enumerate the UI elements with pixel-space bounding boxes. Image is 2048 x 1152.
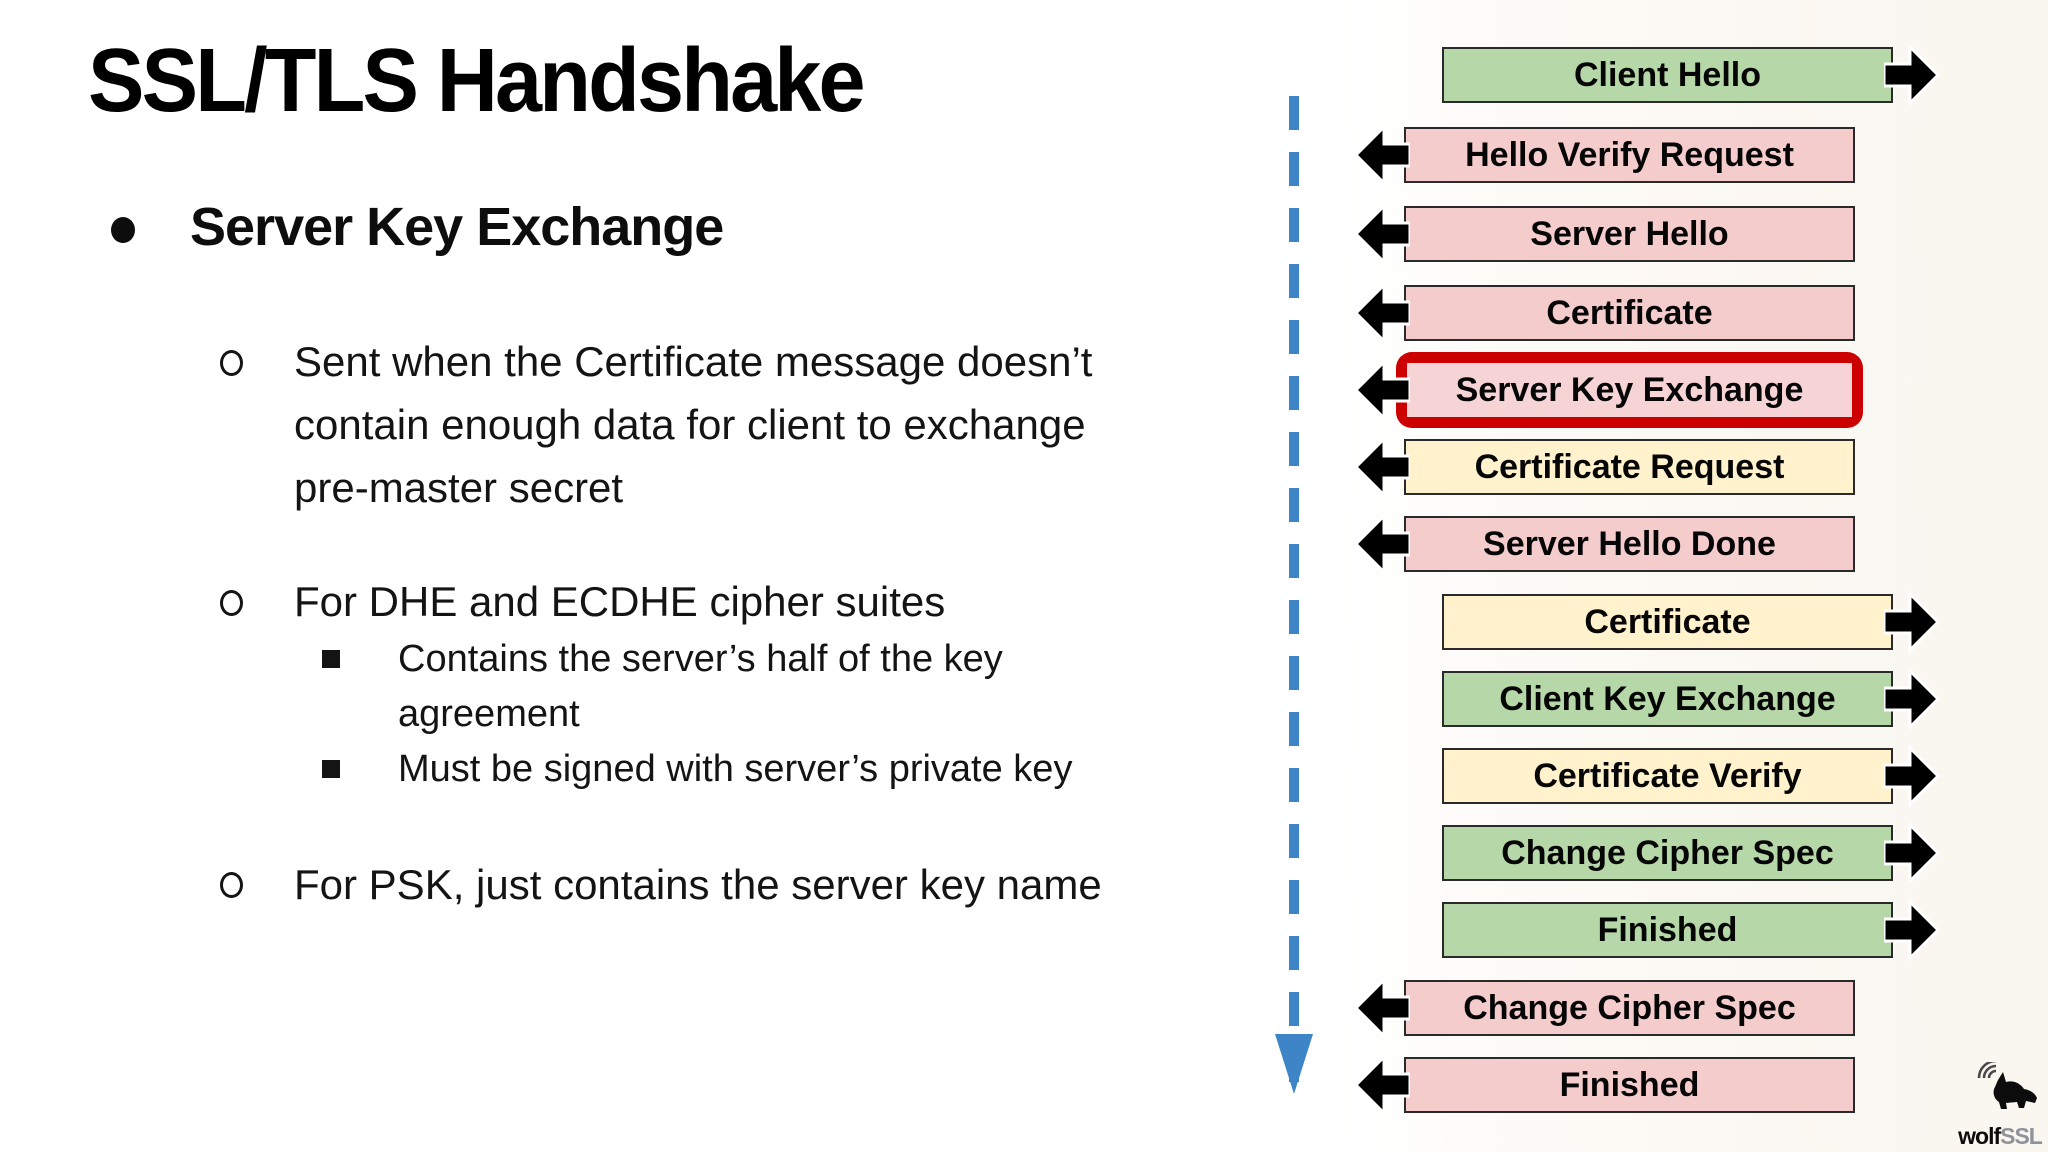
bullet-text-line: contain enough data for client to exchan…	[294, 401, 1086, 448]
message-label: Certificate	[1584, 602, 1751, 641]
message-label: Server Hello	[1530, 214, 1729, 253]
message-label: Certificate Verify	[1533, 756, 1802, 795]
right-arrow-icon	[1884, 899, 1940, 961]
left-arrow-icon	[1354, 203, 1410, 265]
message-label: Finished	[1559, 1065, 1700, 1104]
left-arrow-icon	[1354, 282, 1410, 344]
message-label: Finished	[1597, 910, 1738, 949]
right-arrow-icon	[1884, 44, 1940, 106]
bullet-text-line: Sent when the Certificate message doesn’…	[294, 338, 1093, 385]
bullet-text-line: agreement	[398, 693, 580, 735]
diagram-panel-background	[1340, 0, 2048, 1152]
message-label: Client Key Exchange	[1499, 679, 1836, 718]
message-row-server-hello: Server Hello	[1404, 206, 1855, 262]
section-heading: Server Key Exchange	[190, 197, 724, 257]
circle-bullet-icon	[220, 872, 243, 898]
square-bullet-icon	[322, 760, 340, 778]
message-label: Change Cipher Spec	[1463, 988, 1796, 1027]
right-arrow-icon	[1884, 745, 1940, 807]
bullet-text-line: For PSK, just contains the server key na…	[294, 861, 1102, 908]
logo-wolf-text: wolf	[1958, 1123, 2001, 1149]
bullet-point: For PSK, just contains the server key na…	[294, 853, 1102, 916]
sub-bullet-point: Contains the server’s half of the key ag…	[398, 632, 1003, 742]
wolfssl-wordmark: wolfSSL	[1952, 1123, 2048, 1149]
bullet-text-line: Must be signed with server’s private key	[398, 748, 1073, 790]
message-row-finished: Finished	[1442, 902, 1893, 958]
message-row-change-cipher-spec: Change Cipher Spec	[1404, 980, 1855, 1036]
message-row-certificate-request: Certificate Request	[1404, 439, 1855, 495]
bullet-point: Sent when the Certificate message doesn’…	[294, 330, 1092, 519]
message-label: Certificate	[1546, 293, 1713, 332]
left-arrow-icon	[1354, 1054, 1410, 1116]
flow-arrowhead-icon	[1275, 1034, 1313, 1094]
right-arrow-icon	[1884, 591, 1940, 653]
message-label: Change Cipher Spec	[1501, 833, 1834, 872]
message-row-change-cipher-spec: Change Cipher Spec	[1442, 825, 1893, 881]
bullet-text-line: Contains the server’s half of the key	[398, 638, 1003, 680]
left-arrow-icon	[1354, 359, 1410, 421]
message-row-certificate-verify: Certificate Verify	[1442, 748, 1893, 804]
logo-ssl-text: SSL	[2000, 1123, 2043, 1149]
message-label: Server Key Exchange	[1455, 370, 1804, 409]
message-row-client-key-exchange: Client Key Exchange	[1442, 671, 1893, 727]
left-arrow-icon	[1354, 977, 1410, 1039]
wolfssl-logo: wolfSSL	[1952, 1059, 2048, 1149]
bullet-text-line: pre-master secret	[294, 464, 624, 511]
message-label: Server Hello Done	[1483, 524, 1776, 563]
square-bullet-icon	[322, 650, 340, 668]
filled-bullet-icon	[111, 217, 135, 243]
message-label: Hello Verify Request	[1465, 135, 1794, 174]
left-arrow-icon	[1354, 513, 1410, 575]
bullet-point: For DHE and ECDHE cipher suites	[294, 570, 945, 633]
bullet-text-line: For DHE and ECDHE cipher suites	[294, 578, 946, 625]
right-arrow-icon	[1884, 822, 1940, 884]
message-label: Certificate Request	[1474, 447, 1785, 486]
highlight-frame-server-key-exchange: Server Key Exchange	[1396, 352, 1863, 428]
message-row-client-hello: Client Hello	[1442, 47, 1893, 103]
message-row-certificate: Certificate	[1404, 285, 1855, 341]
message-row-hello-verify-request: Hello Verify Request	[1404, 127, 1855, 183]
message-row-server-key-exchange: Server Key Exchange	[1407, 363, 1852, 417]
sub-bullet-point: Must be signed with server’s private key	[398, 742, 1072, 797]
left-arrow-icon	[1354, 124, 1410, 186]
message-row-certificate: Certificate	[1442, 594, 1893, 650]
wolf-howl-icon	[1977, 1059, 2037, 1109]
message-row-server-hello-done: Server Hello Done	[1404, 516, 1855, 572]
right-arrow-icon	[1884, 668, 1940, 730]
message-label: Client Hello	[1573, 55, 1762, 94]
left-arrow-icon	[1354, 436, 1410, 498]
circle-bullet-icon	[220, 350, 243, 376]
flow-direction-arrow	[1275, 96, 1313, 1102]
slide-title: SSL/TLS Handshake	[88, 31, 866, 131]
circle-bullet-icon	[220, 590, 243, 616]
message-row-finished: Finished	[1404, 1057, 1855, 1113]
